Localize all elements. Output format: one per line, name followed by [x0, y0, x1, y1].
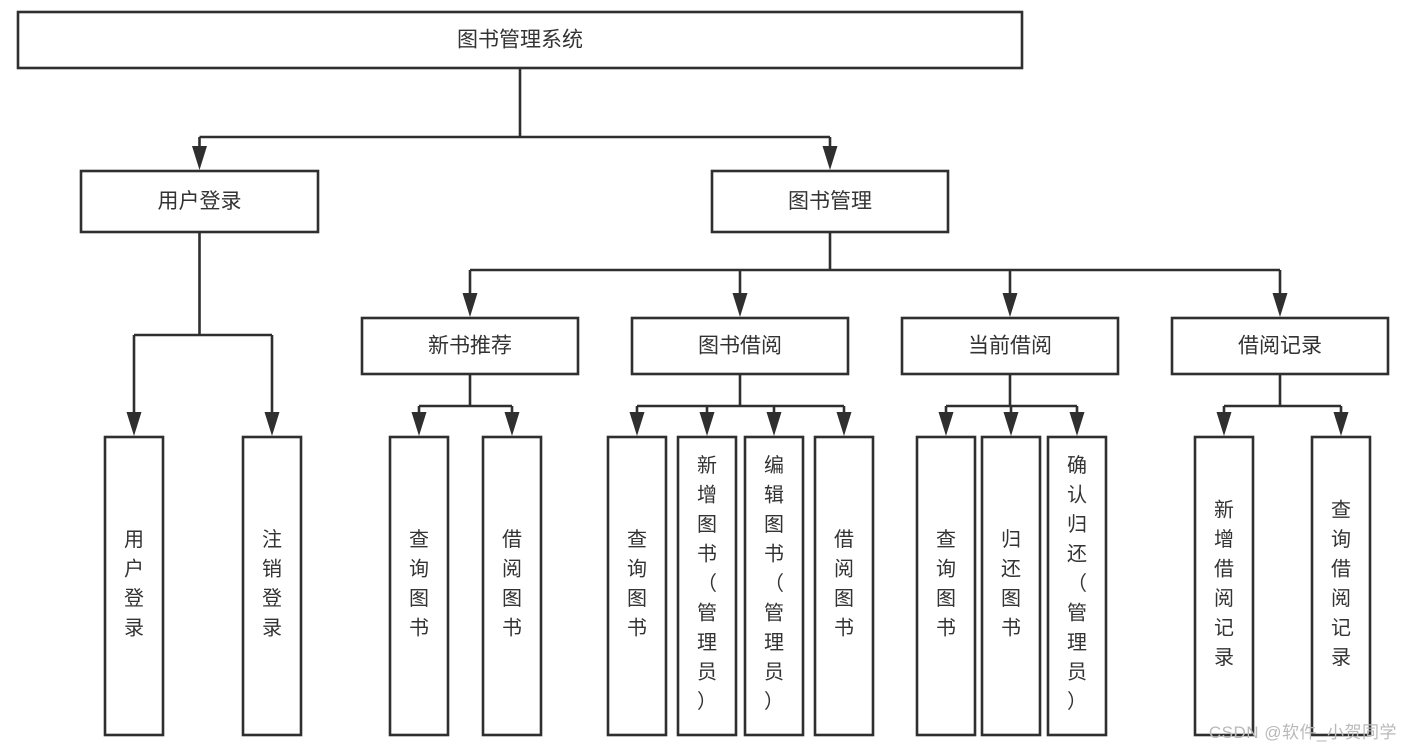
node-box[interactable] [1193, 435, 1255, 737]
connector-group [192, 68, 838, 170]
connector-group [411, 374, 520, 436]
node-label: 确认归还（管理员） [1067, 454, 1087, 713]
node-box[interactable] [676, 435, 738, 737]
arrow-head-icon [1003, 412, 1019, 436]
node-label: 借阅图书 [834, 528, 854, 640]
node-box[interactable] [79, 169, 320, 234]
node-box[interactable] [710, 169, 950, 234]
arrow-head-icon [699, 412, 715, 436]
arrow-head-icon [504, 412, 520, 436]
node-box[interactable] [606, 435, 668, 737]
arrow-head-icon [1272, 293, 1288, 317]
node-leaf-current-query[interactable]: 查询图书 [915, 435, 977, 737]
arrow-head-icon [1216, 412, 1232, 436]
node-box[interactable] [1170, 316, 1390, 376]
node-label: 归还图书 [1001, 528, 1021, 640]
node-leaf-record-add[interactable]: 新增借阅记录 [1193, 435, 1255, 737]
node-label: 新增借阅记录 [1214, 498, 1234, 669]
node-leaf-current-return[interactable]: 归还图书 [980, 435, 1042, 737]
arrow-head-icon [822, 146, 838, 170]
arrow-head-icon [1333, 412, 1349, 436]
connector-group [629, 374, 852, 436]
node-box[interactable] [360, 316, 580, 376]
node-label: 查询图书 [627, 528, 647, 640]
arrow-head-icon [836, 412, 852, 436]
node-leaf-borrow-edit[interactable]: 编辑图书（管理员） [743, 435, 805, 737]
node-leaf-borrow-lend[interactable]: 借阅图书 [813, 435, 875, 737]
node-layer: 图书管理系统用户登录图书管理新书推荐图书借阅当前借阅借阅记录用户登录注销登录查询… [16, 10, 1390, 737]
node-box[interactable] [630, 316, 850, 376]
node-newbook[interactable]: 新书推荐 [360, 316, 580, 376]
node-label: 用户登录 [158, 190, 242, 213]
node-box[interactable] [241, 435, 303, 737]
node-label: 查询图书 [936, 528, 956, 640]
node-box[interactable] [980, 435, 1042, 737]
node-root[interactable]: 图书管理系统 [16, 10, 1024, 70]
arrow-head-icon [1002, 293, 1018, 317]
connector-group [126, 232, 280, 436]
node-bookmgmt[interactable]: 图书管理 [710, 169, 950, 234]
node-borrow[interactable]: 图书借阅 [630, 316, 850, 376]
connector-group [1216, 374, 1349, 436]
arrow-head-icon [732, 293, 748, 317]
node-label: 编辑图书（管理员） [764, 454, 784, 713]
node-box[interactable] [103, 435, 165, 737]
connector-layer [126, 68, 1349, 436]
node-leaf-newbook-query[interactable]: 查询图书 [388, 435, 450, 737]
node-label: 借阅记录 [1238, 335, 1322, 358]
node-box[interactable] [900, 316, 1120, 376]
node-label: 查询图书 [409, 528, 429, 640]
node-label: 查询借阅记录 [1331, 498, 1351, 669]
node-box[interactable] [743, 435, 805, 737]
watermark-label: CSDN @软件_小贺同学 [1208, 723, 1397, 742]
node-label: 图书管理 [788, 190, 872, 213]
arrow-head-icon [629, 412, 645, 436]
node-box[interactable] [1310, 435, 1372, 737]
node-box[interactable] [16, 10, 1024, 70]
arrow-head-icon [462, 293, 478, 317]
node-box[interactable] [1046, 435, 1108, 737]
node-label: 新书推荐 [428, 335, 512, 358]
node-label: 图书借阅 [698, 335, 782, 358]
node-label: 注销登录 [262, 528, 282, 640]
node-record[interactable]: 借阅记录 [1170, 316, 1390, 376]
node-leaf-newbook-borrow[interactable]: 借阅图书 [481, 435, 543, 737]
node-label: 借阅图书 [502, 528, 522, 640]
arrow-head-icon [938, 412, 954, 436]
node-box[interactable] [388, 435, 450, 737]
node-leaf-record-query[interactable]: 查询借阅记录 [1310, 435, 1372, 737]
node-leaf-user-logout[interactable]: 注销登录 [241, 435, 303, 737]
node-label: 新增图书（管理员） [697, 454, 717, 713]
connector-group [938, 374, 1085, 436]
node-leaf-borrow-add[interactable]: 新增图书（管理员） [676, 435, 738, 737]
arrow-head-icon [264, 412, 280, 436]
arrow-head-icon [126, 412, 142, 436]
node-leaf-current-confirm[interactable]: 确认归还（管理员） [1046, 435, 1108, 737]
node-box[interactable] [813, 435, 875, 737]
node-box[interactable] [481, 435, 543, 737]
arrow-head-icon [766, 412, 782, 436]
node-leaf-user-login[interactable]: 用户登录 [103, 435, 165, 737]
node-leaf-borrow-query[interactable]: 查询图书 [606, 435, 668, 737]
node-login[interactable]: 用户登录 [79, 169, 320, 234]
node-current[interactable]: 当前借阅 [900, 316, 1120, 376]
arrow-head-icon [192, 146, 207, 170]
node-label: 当前借阅 [968, 335, 1052, 358]
node-label: 用户登录 [124, 529, 144, 640]
arrow-head-icon [411, 412, 427, 436]
connector-group [462, 232, 1288, 317]
node-label: 图书管理系统 [457, 29, 583, 52]
arrow-head-icon [1069, 412, 1085, 436]
node-box[interactable] [915, 435, 977, 737]
